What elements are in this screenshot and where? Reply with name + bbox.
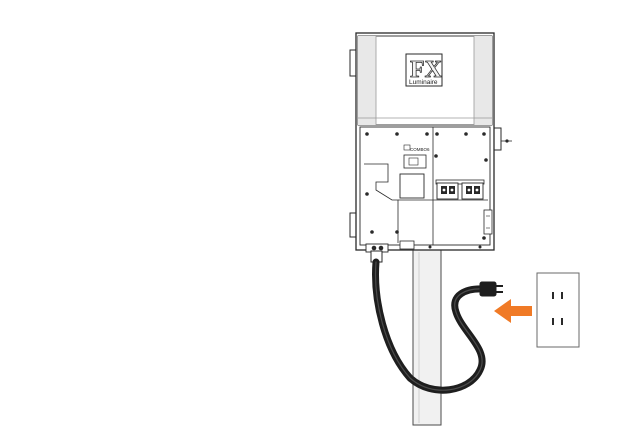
power-plug	[479, 281, 503, 297]
wall-outlet	[536, 272, 580, 348]
circuit-breaker	[483, 209, 493, 235]
fx-logo: FX Luminaire	[405, 53, 443, 87]
mounting-post	[412, 249, 442, 426]
transformer-housing: FX Luminaire COMBO6	[349, 32, 512, 253]
wiring-panel: COMBO6	[359, 126, 493, 246]
outlet-socket-top	[552, 292, 563, 299]
insert-arrow	[494, 299, 532, 323]
timer-module	[403, 154, 427, 169]
terminal-block-left	[436, 182, 459, 200]
panel-screws	[365, 132, 488, 240]
panel-label: COMBO6	[410, 147, 430, 152]
right-tab	[493, 127, 502, 151]
photocell-module	[399, 173, 425, 199]
outlet-socket-bottom	[552, 318, 563, 325]
power-cord	[370, 250, 488, 394]
logo-text: FX	[410, 57, 443, 83]
terminal-block-right	[461, 182, 484, 200]
logo-subtext: Luminaire	[409, 79, 438, 86]
